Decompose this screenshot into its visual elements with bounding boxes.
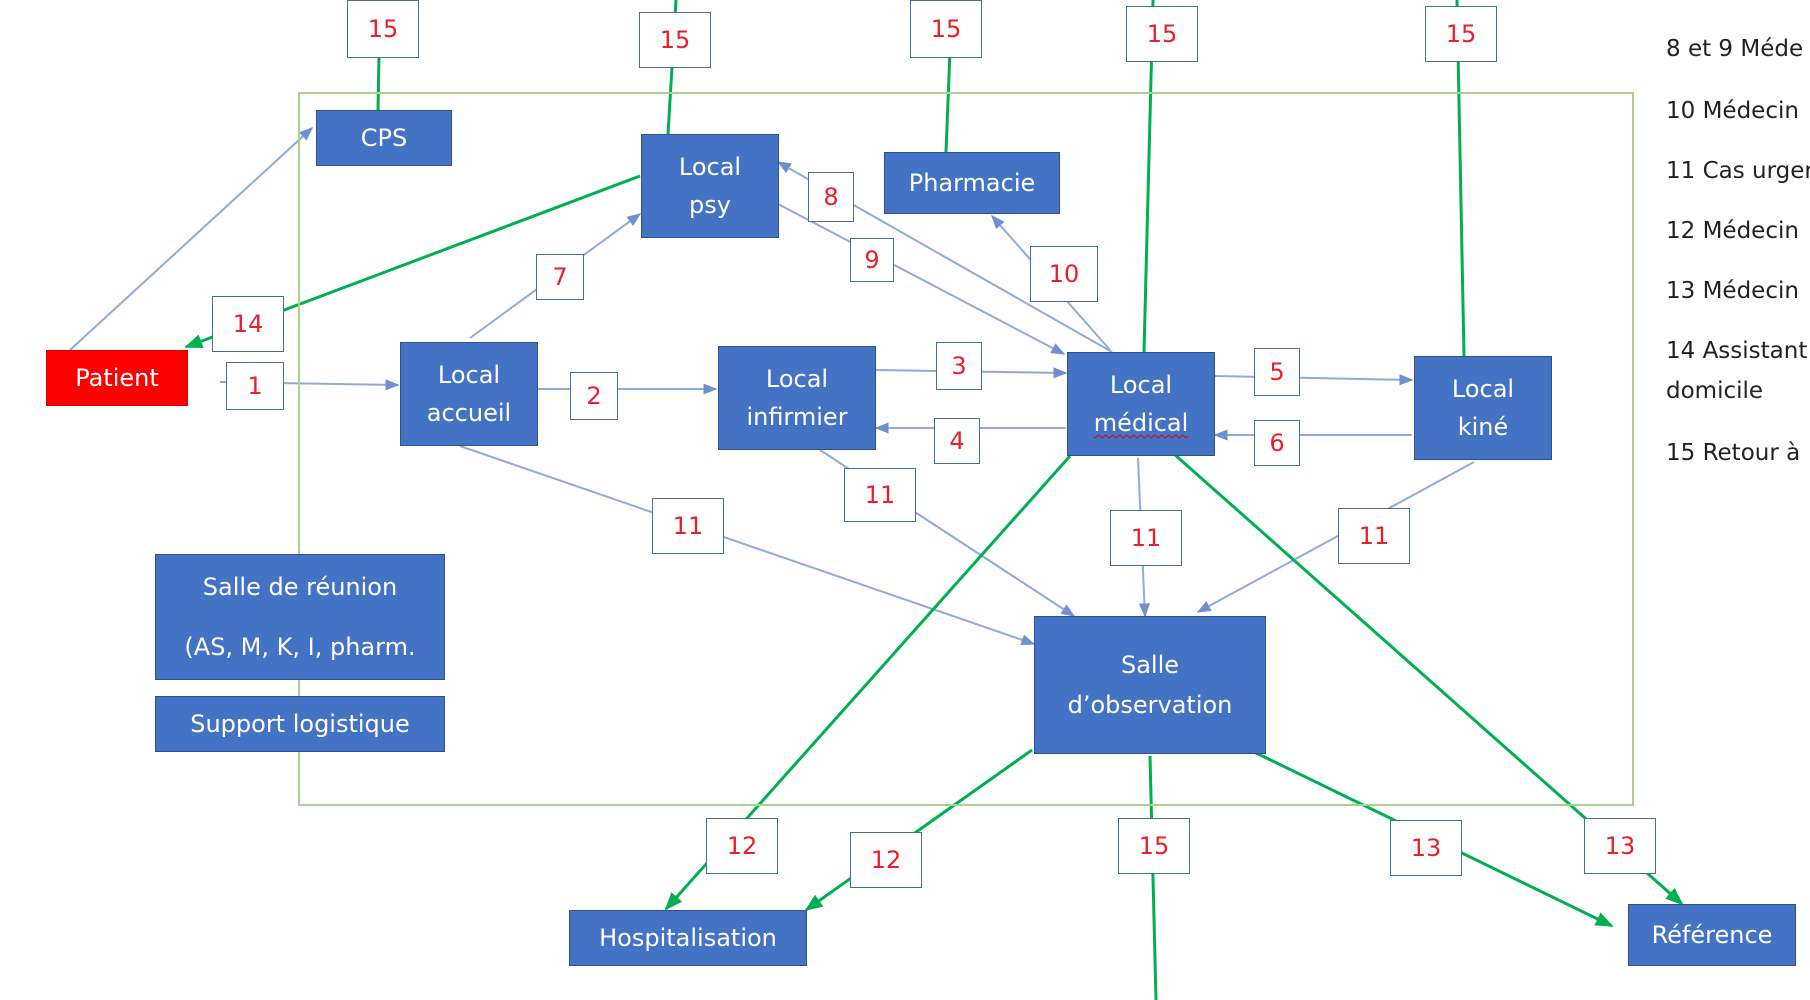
number-13-medical: 13 — [1584, 818, 1656, 874]
number-3: 3 — [936, 342, 982, 390]
number-15-psy: 15 — [639, 12, 711, 68]
legend-item-15: 15 Retour à — [1666, 440, 1801, 466]
node-local-psy-line1: Local — [678, 153, 742, 181]
node-local-accueil[interactable]: Local accueil — [400, 342, 538, 446]
number-8: 8 — [808, 172, 854, 222]
node-patient-label: Patient — [75, 364, 159, 392]
node-salle-reunion[interactable]: Salle de réunion (AS, M, K, I, pharm. — [155, 554, 445, 680]
number-4: 4 — [934, 418, 980, 464]
number-1: 1 — [226, 362, 284, 410]
number-15-kine: 15 — [1425, 6, 1497, 62]
node-support-logistique[interactable]: Support logistique — [155, 696, 445, 752]
line-15-obs — [1148, 755, 1158, 1000]
legend-item-14: 14 Assistant — [1666, 338, 1808, 364]
number-15-pharm: 15 — [910, 0, 982, 58]
node-local-kine[interactable]: Local kiné — [1414, 356, 1552, 460]
legend-item-14-cont: domicile — [1666, 378, 1764, 404]
number-9: 9 — [850, 238, 894, 282]
number-15-cps: 15 — [347, 0, 419, 58]
number-11-kine: 11 — [1338, 508, 1410, 564]
node-local-infirmier[interactable]: Local infirmier — [718, 346, 876, 450]
arrow-11-kine — [1196, 461, 1475, 613]
number-13-observation: 13 — [1390, 820, 1462, 876]
legend-item-11: 11 Cas urger — [1666, 158, 1810, 184]
legend-item-13: 13 Médecin — [1666, 278, 1799, 304]
number-12-medical: 12 — [706, 818, 778, 874]
node-local-medical-line2: médical — [1093, 409, 1189, 437]
number-15-observation: 15 — [1118, 818, 1190, 874]
node-local-accueil-line1: Local — [437, 361, 501, 389]
arrow-12-obs — [804, 748, 1033, 912]
number-15-medical: 15 — [1126, 6, 1198, 62]
node-local-psy-line2: psy — [689, 191, 731, 219]
node-hospitalisation[interactable]: Hospitalisation — [569, 910, 807, 966]
arrow-11-accueil — [459, 445, 1036, 646]
number-11-infirmier: 11 — [844, 468, 916, 522]
node-salle-reunion-line2: (AS, M, K, I, pharm. — [184, 633, 416, 661]
number-7: 7 — [536, 254, 584, 300]
center-frame — [298, 92, 1634, 806]
node-local-kine-line2: kiné — [1457, 413, 1509, 441]
number-2: 2 — [570, 372, 618, 420]
number-11-medical: 11 — [1110, 510, 1182, 566]
node-patient[interactable]: Patient — [46, 350, 188, 406]
number-12-observation: 12 — [850, 832, 922, 888]
node-salle-observation-line1: Salle — [1120, 651, 1180, 679]
node-local-infirmier-line2: infirmier — [746, 403, 848, 431]
number-14: 14 — [212, 296, 284, 352]
legend-item-12: 12 Médecin — [1666, 218, 1799, 244]
number-10: 10 — [1030, 246, 1098, 302]
number-5: 5 — [1254, 348, 1300, 396]
node-local-medical-line1: Local — [1109, 371, 1173, 399]
arrow-patient-cps — [69, 127, 314, 351]
number-11-accueil: 11 — [652, 498, 724, 554]
node-local-psy[interactable]: Local psy — [641, 134, 779, 238]
node-salle-observation[interactable]: Salle d’observation — [1034, 616, 1266, 754]
node-pharmacie[interactable]: Pharmacie — [884, 152, 1060, 214]
node-salle-reunion-line1: Salle de réunion — [202, 573, 398, 601]
arrow-5 — [1214, 374, 1414, 386]
node-support-logistique-label: Support logistique — [190, 710, 410, 738]
node-reference[interactable]: Référence — [1628, 904, 1796, 966]
node-salle-observation-line2: d’observation — [1067, 691, 1233, 719]
node-cps[interactable]: CPS — [316, 110, 452, 166]
node-reference-label: Référence — [1651, 921, 1773, 949]
number-6: 6 — [1254, 420, 1300, 466]
node-local-infirmier-line1: Local — [765, 365, 829, 393]
legend-item-8-9: 8 et 9 Méde — [1666, 36, 1804, 62]
legend-item-10: 10 Médecin — [1666, 98, 1799, 124]
node-local-kine-line1: Local — [1451, 375, 1515, 403]
node-local-accueil-line2: accueil — [426, 399, 512, 427]
arrow-9 — [777, 203, 1066, 355]
node-hospitalisation-label: Hospitalisation — [599, 924, 777, 952]
node-pharmacie-label: Pharmacie — [908, 169, 1036, 197]
node-cps-label: CPS — [360, 124, 408, 152]
node-local-medical[interactable]: Local médical — [1067, 352, 1215, 456]
